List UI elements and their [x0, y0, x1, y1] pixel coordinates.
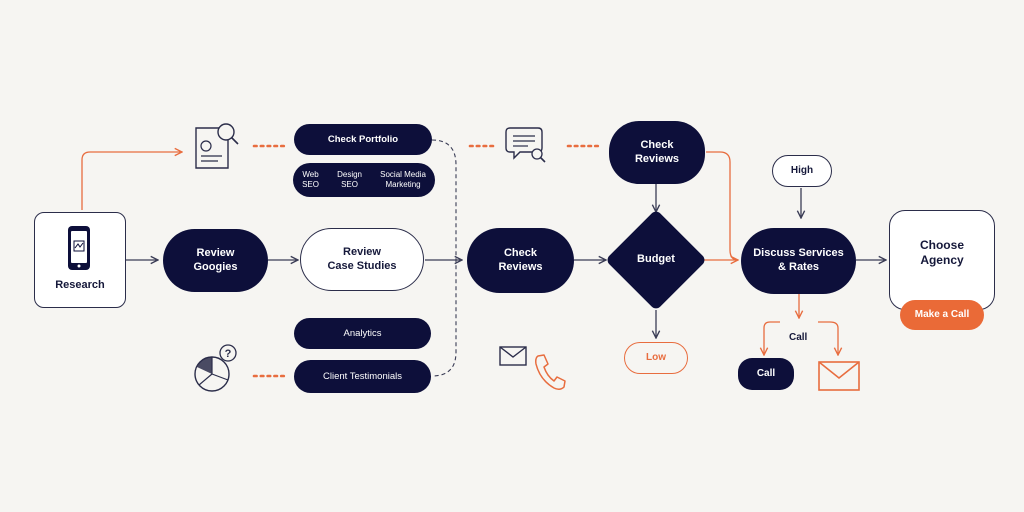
portfolio-sub-web-seo: Web SEO	[302, 170, 319, 189]
phone-icon	[68, 226, 90, 270]
document-search-icon	[195, 123, 239, 169]
dashed-bracket	[431, 139, 457, 377]
call-button-label: Call	[756, 367, 776, 379]
pie-chart-question-icon: ?	[194, 344, 237, 392]
arrow-check-reviews-to-discuss	[706, 151, 738, 260]
arrow-research-to-doc-icon	[81, 152, 182, 210]
check-reviews-node-middle[interactable]: Check Reviews	[467, 228, 574, 293]
high-node[interactable]: High	[772, 155, 832, 187]
make-a-call-button[interactable]: Make a Call	[900, 300, 984, 330]
envelope-icon-call	[818, 361, 860, 391]
research-label: Research	[55, 279, 105, 292]
budget-label: Budget	[637, 253, 675, 266]
call-button[interactable]: Call	[738, 358, 794, 390]
phone-handset-icon	[535, 354, 566, 391]
call-branch-label: Call	[789, 332, 808, 343]
portfolio-sub-design-seo: Design SEO	[337, 170, 362, 189]
svg-text:?: ?	[225, 348, 232, 360]
analytics-label: Analytics	[343, 327, 382, 339]
portfolio-sub-social-media: Social Media Marketing	[380, 170, 426, 189]
branch-left	[764, 321, 780, 355]
low-label: Low	[646, 351, 666, 363]
portfolio-subcategories: Web SEO Design SEO Social Media Marketin…	[293, 163, 435, 197]
choose-agency-node[interactable]: Choose Agency	[889, 210, 995, 310]
check-portfolio-node[interactable]: Check Portfolio	[294, 124, 432, 155]
branch-right	[818, 321, 838, 355]
high-label: High	[790, 164, 814, 176]
check-portfolio-label: Check Portfolio	[327, 133, 399, 145]
low-node[interactable]: Low	[624, 342, 688, 374]
review-googles-node[interactable]: Review Googies	[163, 229, 268, 292]
client-testimonials-label: Client Testimonials	[322, 370, 403, 382]
make-a-call-label: Make a Call	[914, 308, 970, 320]
analytics-node[interactable]: Analytics	[294, 318, 431, 349]
check-reviews-node-top[interactable]: Check Reviews	[609, 121, 705, 184]
chat-search-icon	[505, 127, 546, 163]
envelope-icon	[499, 346, 527, 366]
client-testimonials-node[interactable]: Client Testimonials	[294, 360, 431, 393]
discuss-services-node[interactable]: Discuss Services & Rates	[741, 228, 856, 294]
review-case-studies-node[interactable]: Review Case Studies	[300, 228, 424, 291]
